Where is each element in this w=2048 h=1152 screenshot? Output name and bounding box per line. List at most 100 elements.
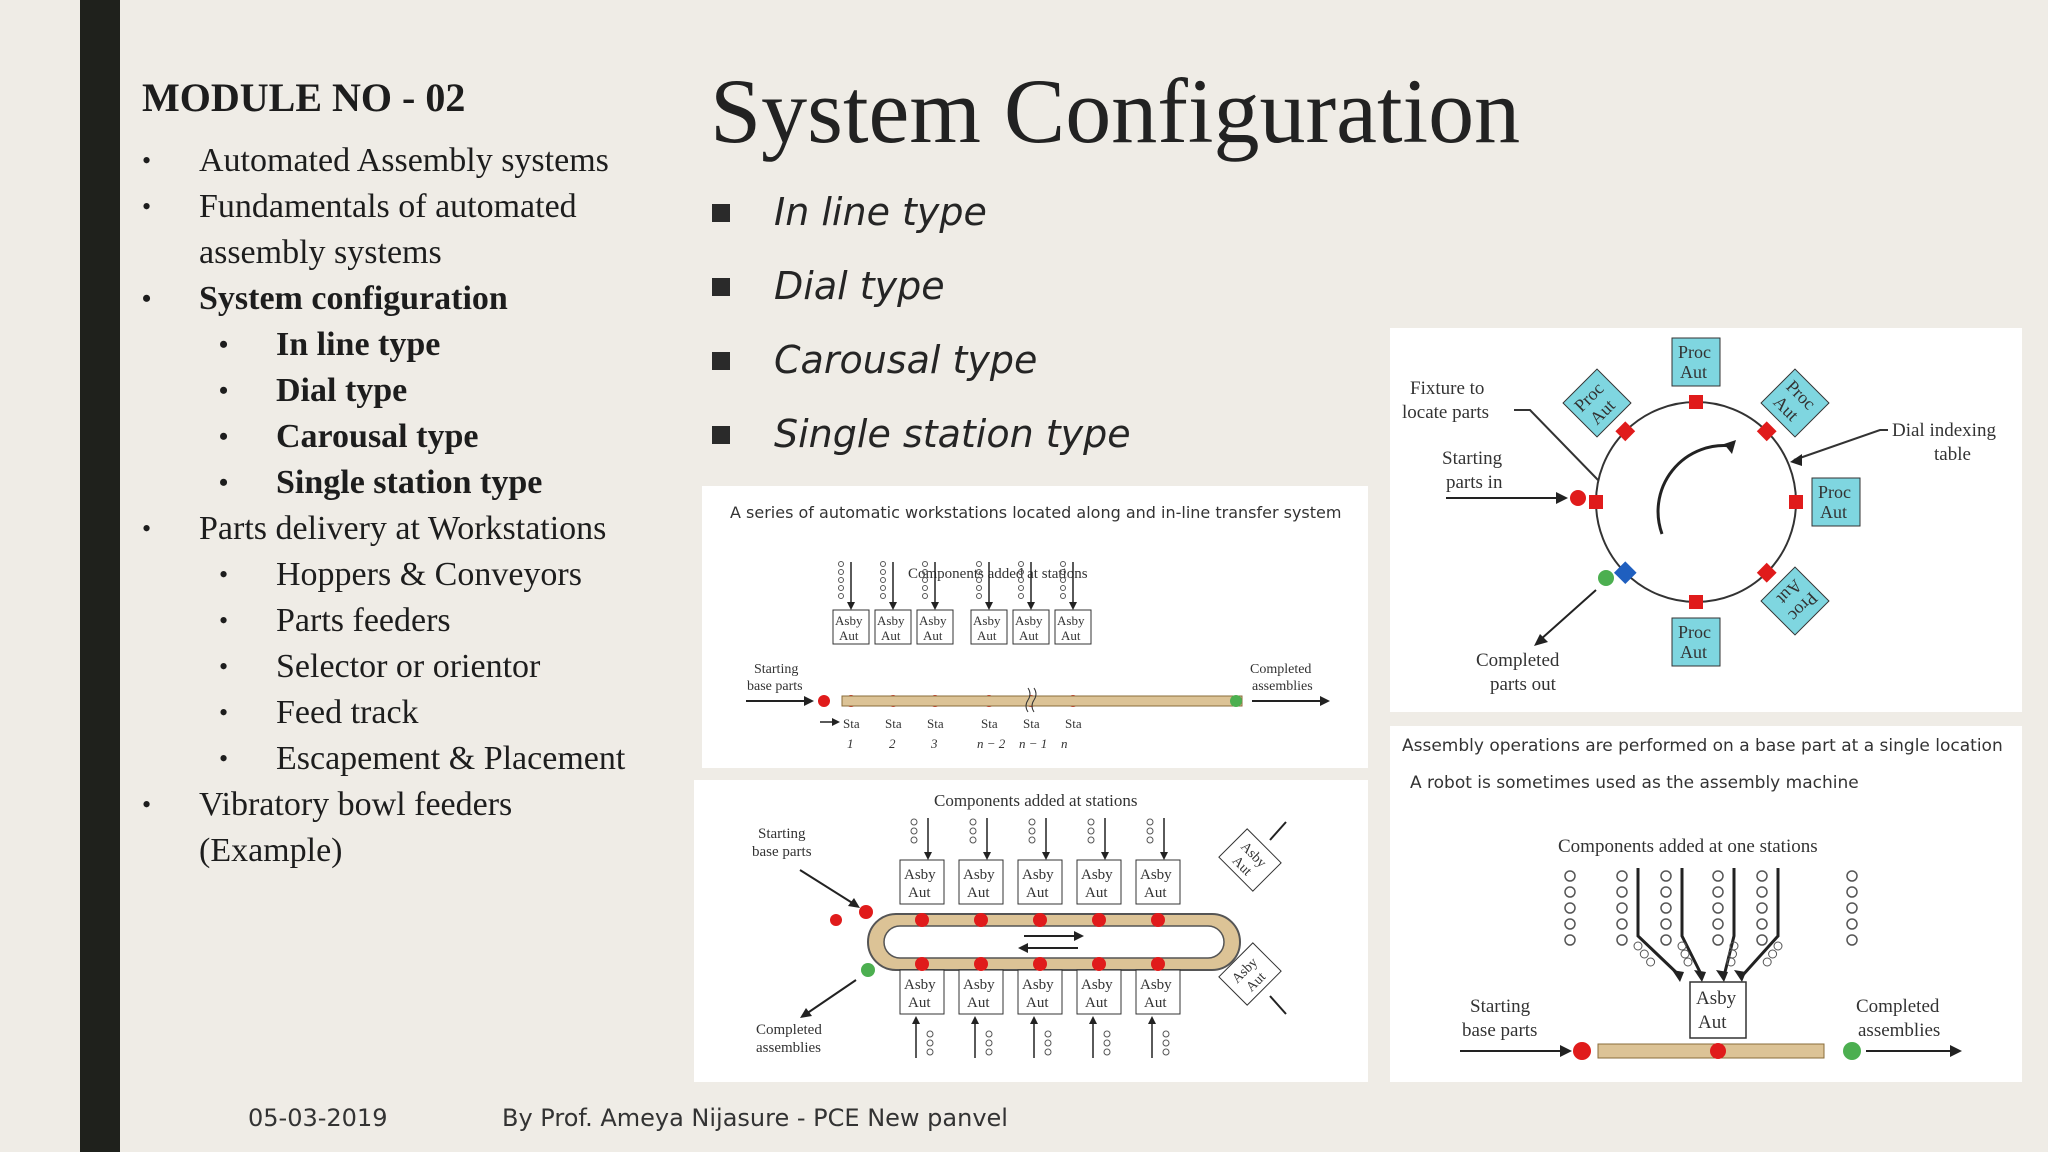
inline-sta-label: Sta [1023,716,1040,731]
outline-item: •Parts feeders [142,598,682,644]
bullet-icon: • [219,744,229,773]
inline-station-number: 1 [847,736,854,751]
svg-text:Aut: Aut [1144,885,1167,901]
single-start-label-2: base parts [1462,1020,1537,1041]
bullet-icon: • [219,422,229,451]
bullet-icon: • [142,192,152,221]
footer-date: 05-03-2019 [248,1104,388,1132]
dial-fixture-label-2: locate parts [1402,402,1489,423]
square-bullet-icon [712,352,730,370]
inline-station-number: 2 [889,736,896,751]
inline-asby-label: Asby [919,613,947,628]
inline-sta-label: Sta [981,716,998,731]
type-label: In line type [774,190,987,234]
svg-text:Aut: Aut [1820,502,1847,522]
svg-text:Aut: Aut [908,885,931,901]
inline-aut-label: Aut [839,628,859,643]
outline-item: •Escapement & Placement [142,736,682,782]
carousal-end-label-2: assemblies [756,1040,821,1056]
outline-item-text: Selector or orientor [276,648,541,685]
bullet-icon: • [142,790,152,819]
svg-text:Asby: Asby [1140,867,1172,883]
inline-asby-label: Asby [1057,613,1085,628]
outline-item: •System configuration [142,276,682,322]
outline-item-text: Dial type [276,372,408,409]
type-label: Dial type [774,264,945,308]
inline-transfer-line [841,695,1243,707]
inline-station-number: n − 1 [1019,736,1047,751]
bullet-icon: • [219,468,229,497]
inline-start-part [818,695,830,707]
outline-item: • Fundamentals of automated [142,184,682,230]
outline-item: •Automated Assembly systems [142,138,682,184]
outline-item-text: assembly systems [199,234,442,271]
outline-item: • Dial type [142,368,682,414]
inline-sta-label: Sta [885,716,902,731]
outline-item-text: Fundamentals of automated [199,188,577,225]
dial-fixture-label-1: Fixture to [1410,378,1484,399]
inline-type-diagram: A series of automatic workstations locat… [702,486,1368,768]
svg-text:Asby: Asby [963,977,995,993]
carousal-start-label-1: Starting [758,826,806,842]
single-aut-label: Aut [1698,1012,1727,1033]
type-label: Single station type [774,412,1131,456]
outline-item-text: System configuration [199,280,508,317]
inline-sta-label: Sta [1065,716,1082,731]
outline-item-text: Hoppers & Conveyors [276,556,582,593]
bullet-icon: • [219,698,229,727]
dial-start-part [1570,490,1586,506]
bullet-icon: • [219,652,229,681]
dial-start-label-1: Starting [1442,448,1503,469]
carousal-start-label-2: base parts [752,844,812,860]
type-item: Dial type [712,260,1131,334]
svg-text:Asby: Asby [1140,977,1172,993]
single-caption-1: Assembly operations are performed on a b… [1402,736,2003,756]
svg-text:Asby: Asby [904,977,936,993]
type-item: Single station type [712,408,1131,482]
single-done-part [1843,1042,1861,1060]
svg-text:Aut: Aut [1026,995,1049,1011]
outline-item-text: Single station type [276,464,543,501]
module-title: MODULE NO - 02 [142,75,466,120]
inline-aut-label: Aut [1061,628,1081,643]
carousal-components-label: Components added at stations [934,791,1138,810]
single-start-part [1573,1042,1591,1060]
svg-text:Proc: Proc [1678,622,1711,642]
dial-indexing-label-2: table [1934,444,1971,465]
inline-caption: A series of automatic workstations locat… [730,503,1341,522]
svg-text:Asby: Asby [963,867,995,883]
svg-text:Aut: Aut [1680,642,1707,662]
single-start-label-1: Starting [1470,996,1531,1017]
outline-item: •Hoppers & Conveyors [142,552,682,598]
inline-done-part [1230,695,1242,707]
square-bullet-icon [712,204,730,222]
inline-components-label: Components added at stations [908,566,1088,582]
dial-done-part [1598,570,1614,586]
outline-item: •In line type [142,322,682,368]
type-item: In line type [712,186,1131,260]
dial-indexing-label-1: Dial indexing [1892,420,1996,441]
inline-aut-label: Aut [1019,628,1039,643]
outline-item-text: Parts delivery at Workstations [199,510,607,547]
inline-aut-label: Aut [881,628,901,643]
inline-asby-label: Asby [835,613,863,628]
inline-station-number: 3 [930,736,938,751]
inline-end-label-2: assemblies [1252,679,1313,694]
inline-asby-label: Asby [973,613,1001,628]
bullet-icon: • [142,514,152,543]
outline-item-text: Vibratory bowl feeders [199,786,513,823]
bullet-icon: • [219,606,229,635]
inline-station-number: n [1061,736,1068,751]
inline-asby-label: Asby [877,613,905,628]
square-bullet-icon [712,426,730,444]
square-bullet-icon [712,278,730,296]
type-label: Carousal type [774,338,1038,382]
bullet-icon: • [219,376,229,405]
single-end-label-1: Completed [1856,996,1940,1017]
inline-end-label-1: Completed [1250,662,1311,677]
outline-item-text: Carousal type [276,418,479,455]
